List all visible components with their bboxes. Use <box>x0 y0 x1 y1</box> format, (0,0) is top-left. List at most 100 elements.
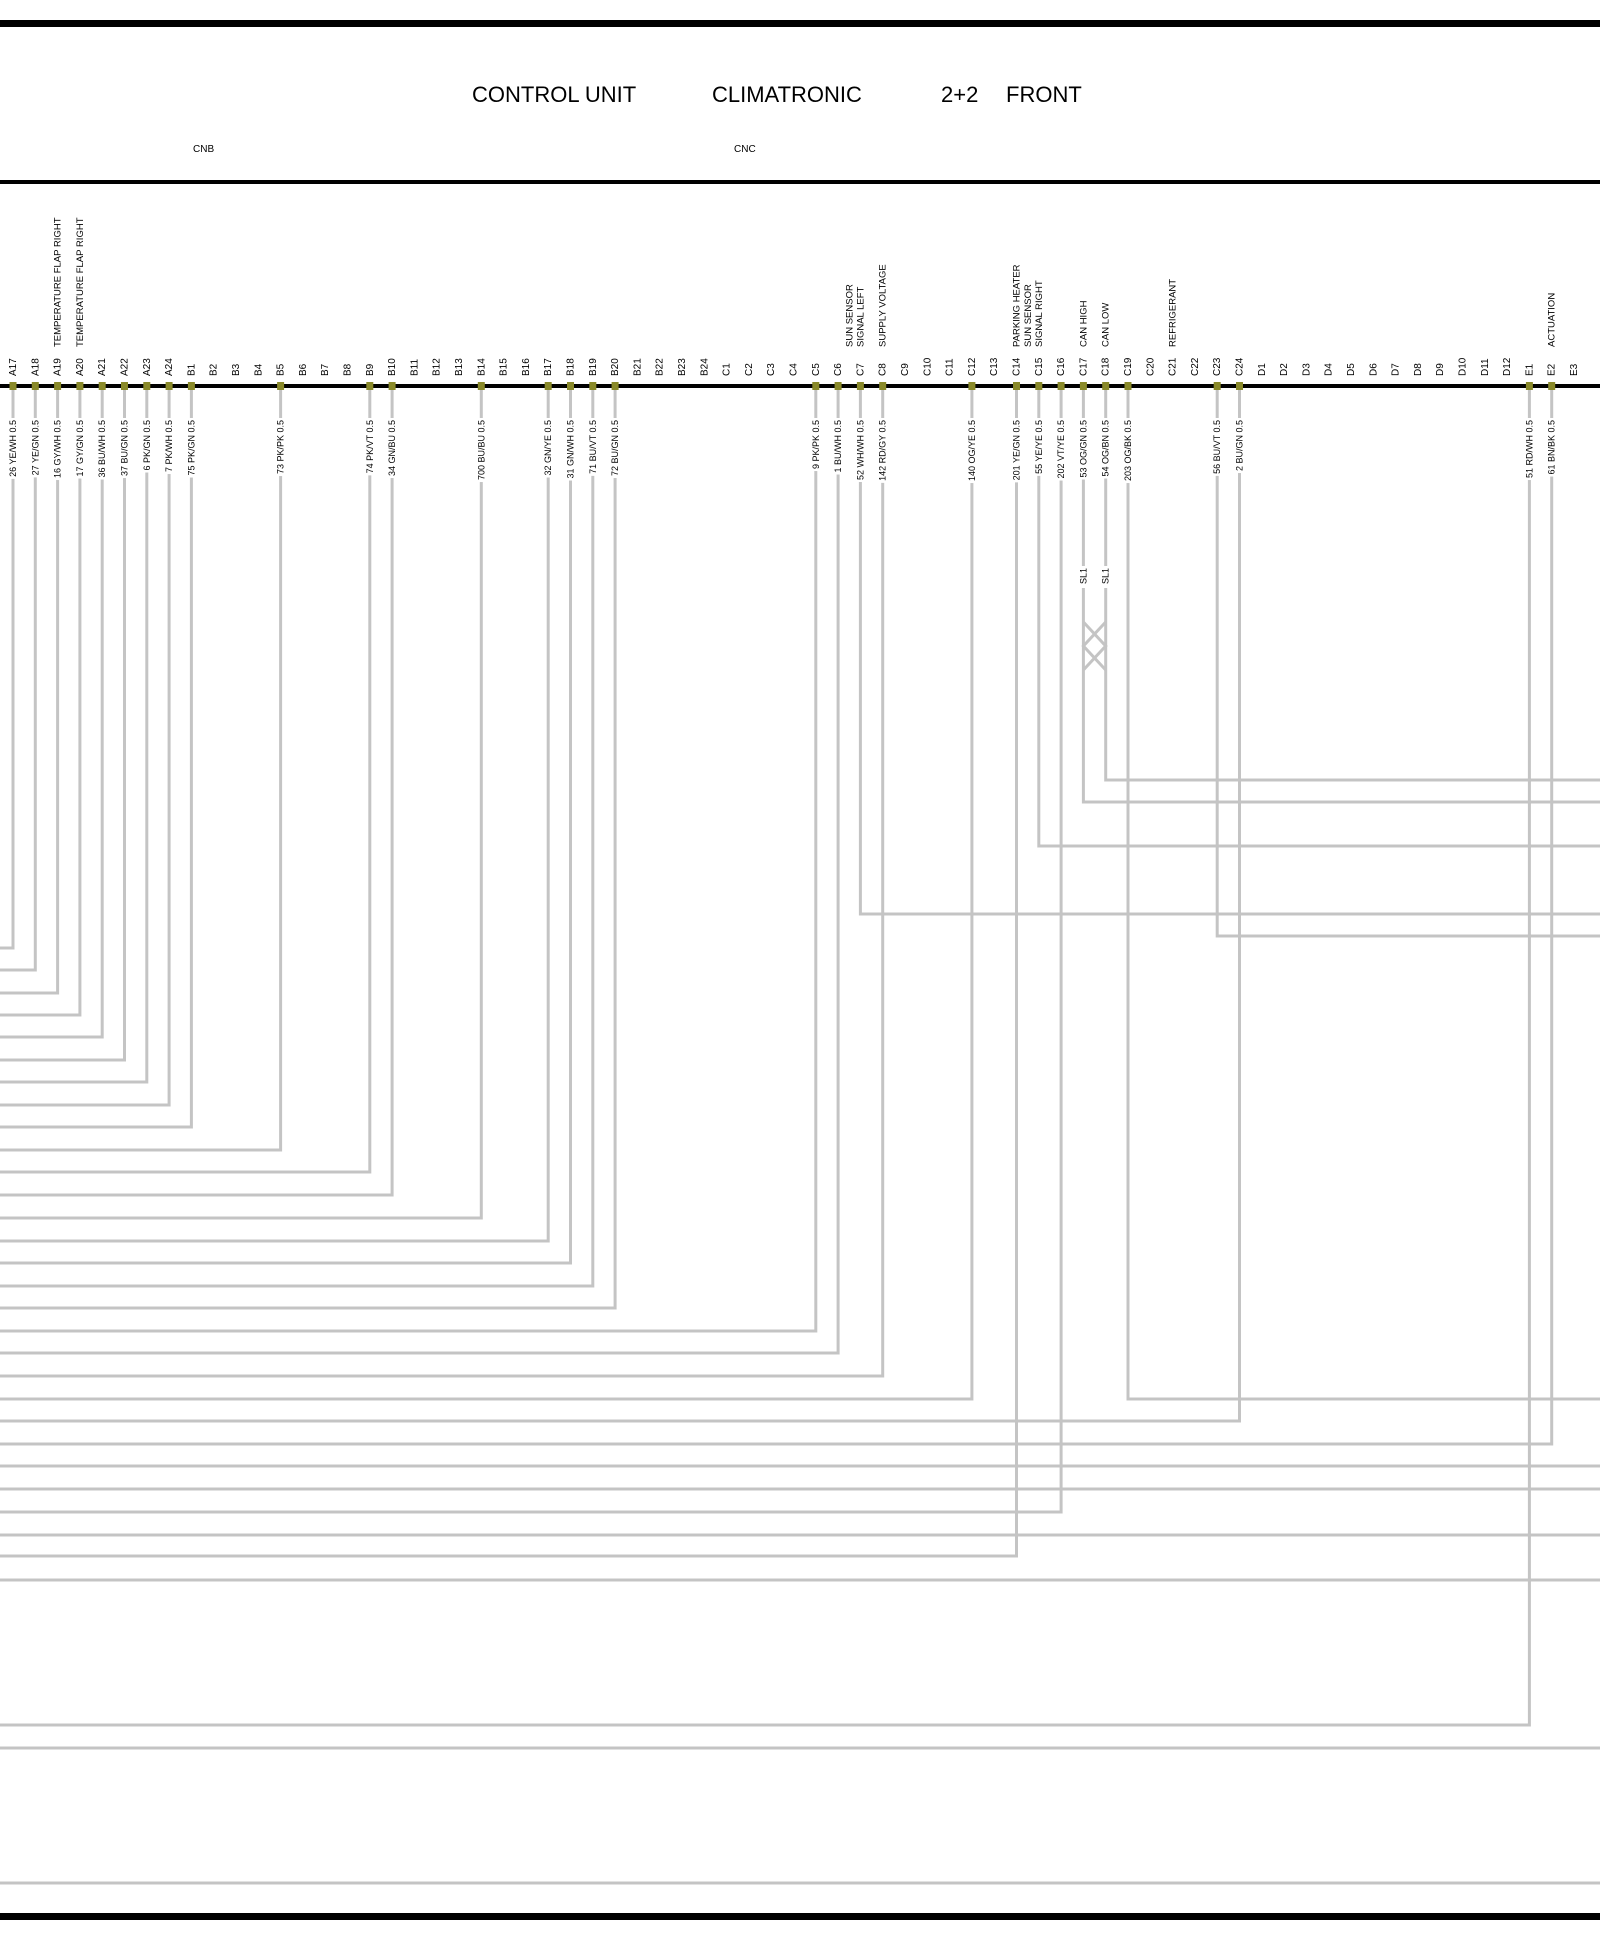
wire-label-bg-c5 <box>808 418 821 472</box>
pin-marker-c19 <box>1124 382 1132 390</box>
pin-label-c3: C3 <box>766 363 777 376</box>
wire-label-bg-a21 <box>95 418 108 480</box>
connector-bar <box>0 384 1600 388</box>
function-label-c17-0: CAN HIGH <box>1078 300 1089 347</box>
wire-e2 <box>0 386 1554 1446</box>
pin-label-d2: D2 <box>1279 363 1290 376</box>
function-label-c18-0: CAN LOW <box>1101 303 1112 347</box>
pin-label-d9: D9 <box>1435 363 1446 376</box>
pin-label-b14: B14 <box>476 358 487 376</box>
pin-label-b2: B2 <box>209 363 220 376</box>
pin-label-c15: C15 <box>1034 357 1045 376</box>
wire-label-bg-c23 <box>1210 418 1223 476</box>
wire-label-b1: 75 PK/GN 0.5 <box>186 420 196 476</box>
wire-a18 <box>0 386 37 972</box>
bottom-border <box>0 1913 1600 1920</box>
wire-label-a24: 7 PK/WH 0.5 <box>164 420 174 472</box>
wire-label-c5: 9 PK/PK 0.5 <box>811 420 821 469</box>
wire-label-b19: 71 BU/VT 0.5 <box>588 420 598 474</box>
pin-label-d12: D12 <box>1502 357 1513 376</box>
wire-label-bg-a23 <box>139 418 152 473</box>
pin-marker-c16 <box>1057 382 1065 390</box>
wire-c16 <box>0 386 1063 1514</box>
wire-label-b18: 31 GN/WH 0.5 <box>566 420 576 479</box>
function-label-c15-0: SUN SENSOR <box>1023 284 1034 347</box>
pin-marker-e1 <box>1525 382 1533 390</box>
pin-marker-a22 <box>121 382 128 390</box>
pin-label-d10: D10 <box>1458 357 1469 376</box>
wire-c17 <box>1081 386 1600 804</box>
pin-marker-b19 <box>589 382 597 390</box>
title-control-unit: CONTROL UNIT <box>472 82 636 107</box>
pin-marker-c23 <box>1213 382 1221 390</box>
pin-label-b4: B4 <box>253 363 264 376</box>
wire-label-bg-c19 <box>1121 418 1133 484</box>
wire-c14 <box>0 386 1018 1558</box>
wire-a23 <box>0 386 149 1084</box>
pin-label-b23: B23 <box>677 358 688 376</box>
wire-c12 <box>0 386 974 1401</box>
pin-label-d11: D11 <box>1480 358 1491 376</box>
wire-b17 <box>0 386 550 1243</box>
wire-a24 <box>0 386 171 1107</box>
wire-label-bg-c6 <box>831 418 844 475</box>
wire-a19 <box>0 386 60 995</box>
shield-label-bg-1 <box>1098 566 1111 588</box>
pin-label-c11: C11 <box>945 358 956 376</box>
wire-label-a19: 16 GY/WH 0.5 <box>53 420 63 478</box>
wire-label-c19: 203 OG/BK 0.5 <box>1123 420 1133 481</box>
wire-label-bg-b10 <box>385 418 398 479</box>
function-label-a20-0: TEMPERATURE FLAP RIGHT <box>75 217 86 347</box>
wire-label-bg-c15 <box>1031 418 1044 476</box>
twist-wire-b <box>1081 620 1107 672</box>
pin-label-c21: C21 <box>1168 357 1179 376</box>
wire-b1 <box>0 386 193 1129</box>
wire-label-c6: 1 BU/WH 0.5 <box>833 420 843 473</box>
shield-label-c18: SL1 <box>1101 568 1111 584</box>
pin-marker-a17 <box>9 382 17 390</box>
pin-label-b19: B19 <box>588 358 599 376</box>
pin-label-b16: B16 <box>521 358 532 376</box>
header-divider <box>0 180 1600 184</box>
pin-label-b10: B10 <box>387 358 398 376</box>
pin-marker-c7 <box>856 382 864 390</box>
function-label-c8-0: SUPPLY VOLTAGE <box>878 264 889 347</box>
pin-label-d1: D1 <box>1257 363 1268 376</box>
wire-e1 <box>0 386 1531 1727</box>
pin-label-b6: B6 <box>298 363 309 376</box>
pin-label-c12: C12 <box>967 357 978 376</box>
wire-label-bg-a17 <box>6 418 18 479</box>
wire-label-bg-b17 <box>541 418 554 478</box>
wire-label-bg-c8 <box>875 418 888 483</box>
wire-label-bg-e1 <box>1522 418 1535 481</box>
pin-marker-c24 <box>1236 382 1243 390</box>
pin-label-c6: C6 <box>833 363 844 376</box>
wire-b14 <box>0 386 483 1220</box>
wire-a20 <box>0 386 82 1017</box>
wire-label-bg-c16 <box>1054 418 1067 481</box>
pin-label-c18: C18 <box>1101 357 1112 376</box>
wires-layer <box>0 386 1600 1885</box>
wire-label-a21: 36 BU/WH 0.5 <box>97 420 107 478</box>
pin-marker-c5 <box>812 382 820 390</box>
function-label-c15-1: SIGNAL RIGHT <box>1034 280 1045 347</box>
function-label-c7-1: SIGNAL LEFT <box>855 286 866 347</box>
pin-label-b11: B11 <box>409 359 420 376</box>
title-position: FRONT <box>1006 82 1082 107</box>
pin-marker-a20 <box>76 382 84 390</box>
pin-label-b3: B3 <box>231 363 242 376</box>
wire-c18 <box>1104 386 1600 782</box>
wire-label-bg-c7 <box>853 418 866 483</box>
wire-label-c18: 54 OG/BN 0.5 <box>1101 420 1111 477</box>
wire-label-bg-b19 <box>585 418 598 476</box>
wire-label-bg-b1 <box>184 418 197 478</box>
pin-label-e2: E2 <box>1547 363 1558 376</box>
pin-marker-e2 <box>1548 382 1556 390</box>
pin-label-c23: C23 <box>1212 357 1223 376</box>
connector-cnb-label: CNB <box>193 144 214 155</box>
twisted-pair-crossing <box>1081 620 1108 672</box>
pin-label-b24: B24 <box>699 358 710 376</box>
pin-marker-c17 <box>1079 382 1087 390</box>
